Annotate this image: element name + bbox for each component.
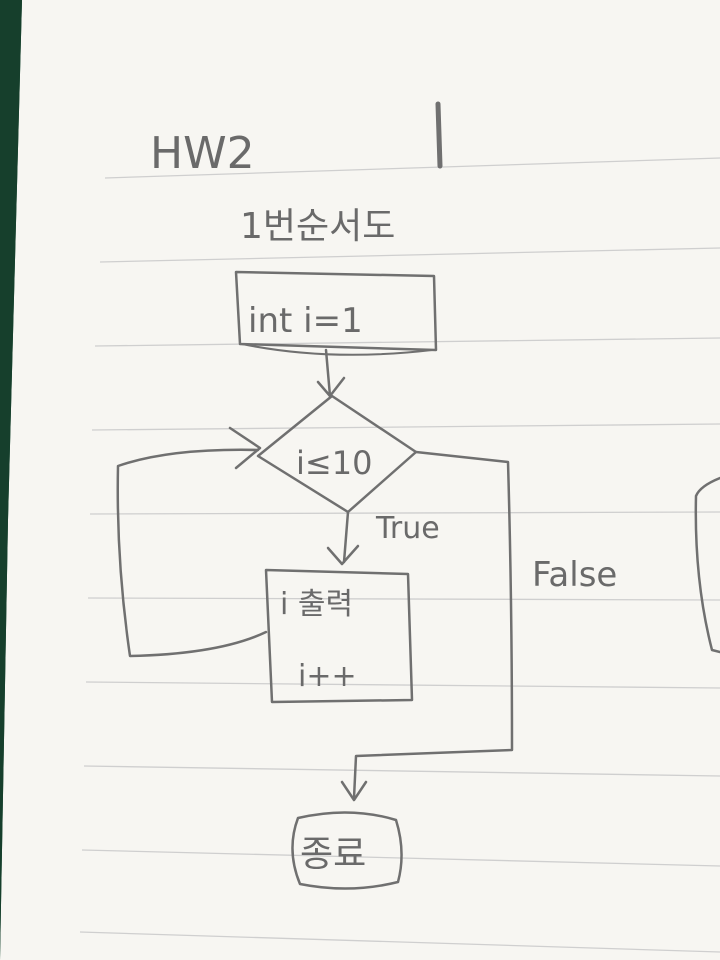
flowchart-subtitle: 1번순서도 <box>240 206 395 247</box>
end-terminator: 종료 <box>291 811 403 890</box>
init-box: int i=1 <box>234 270 438 356</box>
paper-shadow <box>0 0 22 960</box>
partial-shape-right-edge <box>694 476 720 654</box>
process-box: i 출력 i++ <box>264 568 414 704</box>
init-box-label: int i=1 <box>248 301 363 341</box>
ruled-lines <box>79 157 720 953</box>
end-label: 종료 <box>300 834 366 875</box>
arrow-false: False <box>340 450 617 802</box>
true-label: True <box>375 511 440 546</box>
false-label: False <box>532 555 617 595</box>
loop-back-arrow <box>116 426 268 658</box>
process-line-increment: i++ <box>298 659 357 694</box>
process-line-output: i 출력 <box>280 587 353 622</box>
homework-title: HW2 <box>150 128 255 179</box>
arrow-init-to-decision <box>316 348 346 398</box>
arrow-true: True <box>326 510 440 566</box>
header-divider <box>435 101 443 169</box>
decision-condition: i≤10 <box>296 444 372 482</box>
